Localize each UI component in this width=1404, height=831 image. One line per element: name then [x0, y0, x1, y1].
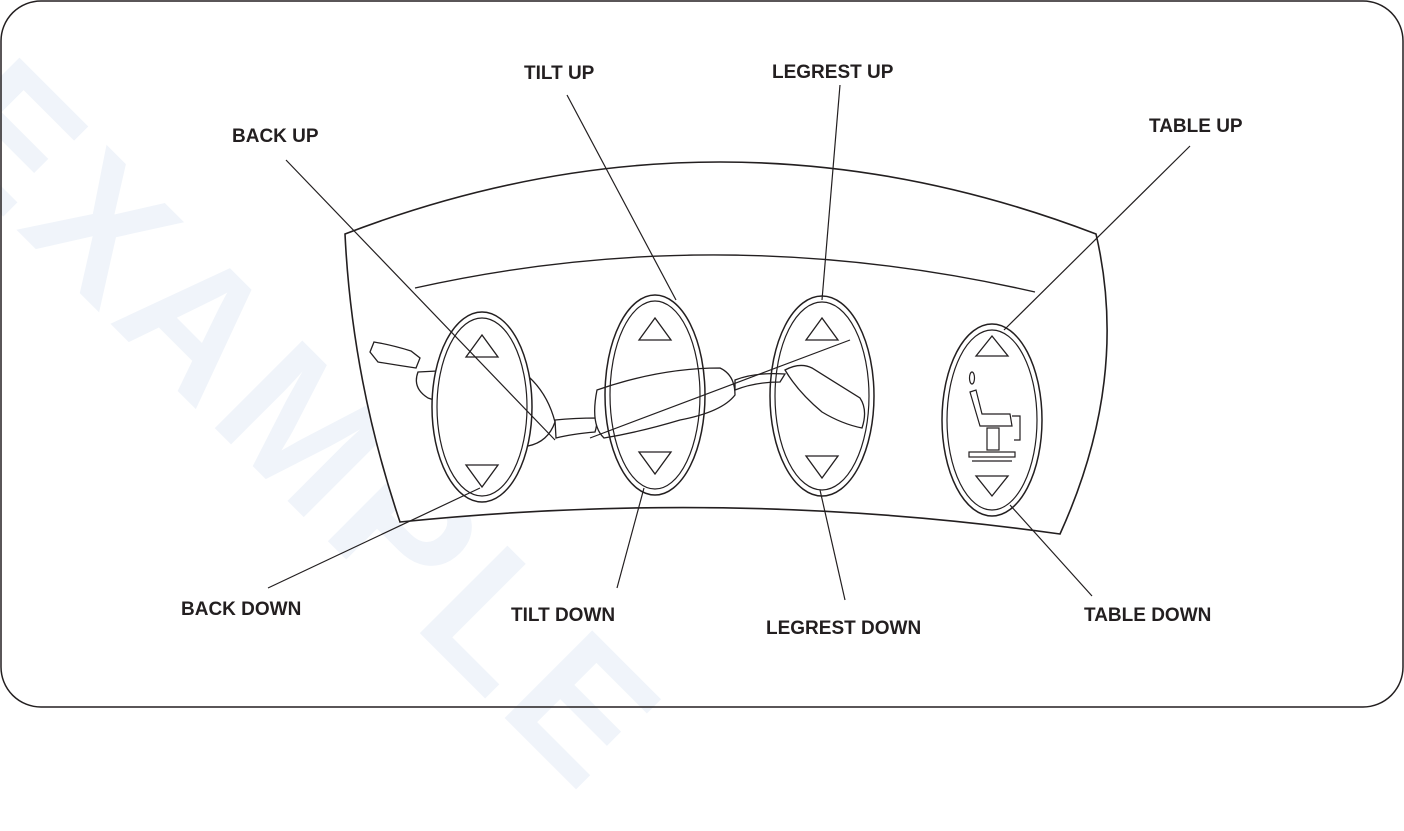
back-button-pad[interactable]	[431, 311, 533, 503]
legrest-up-leader	[821, 84, 841, 301]
tilt-up-label: TILT UP	[524, 63, 595, 84]
tilt-button-pad[interactable]	[604, 294, 706, 496]
leader-lines	[267, 84, 1191, 601]
legrest-button-pad[interactable]	[769, 295, 875, 497]
table-button-pad[interactable]	[941, 323, 1043, 517]
table-up-leader	[1003, 145, 1191, 331]
exam-table-icon	[968, 371, 1021, 462]
tilt-down-arrow-icon	[637, 451, 673, 476]
diagram-border	[0, 0, 1404, 708]
tilt-up-arrow-icon	[637, 316, 673, 341]
back-up-label: BACK UP	[232, 126, 319, 147]
back-down-label: BACK DOWN	[181, 599, 302, 620]
tilt-down-leader-b	[616, 487, 645, 589]
tilt-up-leader	[566, 94, 677, 301]
legrest-down-arrow-icon	[804, 455, 840, 480]
legrest-down-leader	[819, 489, 846, 601]
back-down-leader	[267, 487, 481, 589]
tilt-down-leader	[589, 339, 851, 439]
table-down-leader	[1009, 504, 1093, 597]
legrest-up-label: LEGREST UP	[772, 62, 894, 83]
remote-inner-arc	[414, 254, 1036, 293]
remote-diagram	[0, 0, 1404, 708]
tilt-down-label: TILT DOWN	[511, 605, 616, 626]
table-down-label: TABLE DOWN	[1084, 605, 1212, 626]
back-down-arrow-icon	[464, 464, 500, 489]
back-up-leader	[285, 159, 556, 441]
back-up-arrow-icon	[464, 333, 500, 358]
table-up-label: TABLE UP	[1149, 116, 1243, 137]
legrest-down-label: LEGREST DOWN	[766, 618, 922, 639]
legrest-up-arrow-icon	[804, 316, 840, 341]
table-down-arrow-icon	[974, 475, 1010, 498]
table-up-arrow-icon	[974, 334, 1010, 357]
